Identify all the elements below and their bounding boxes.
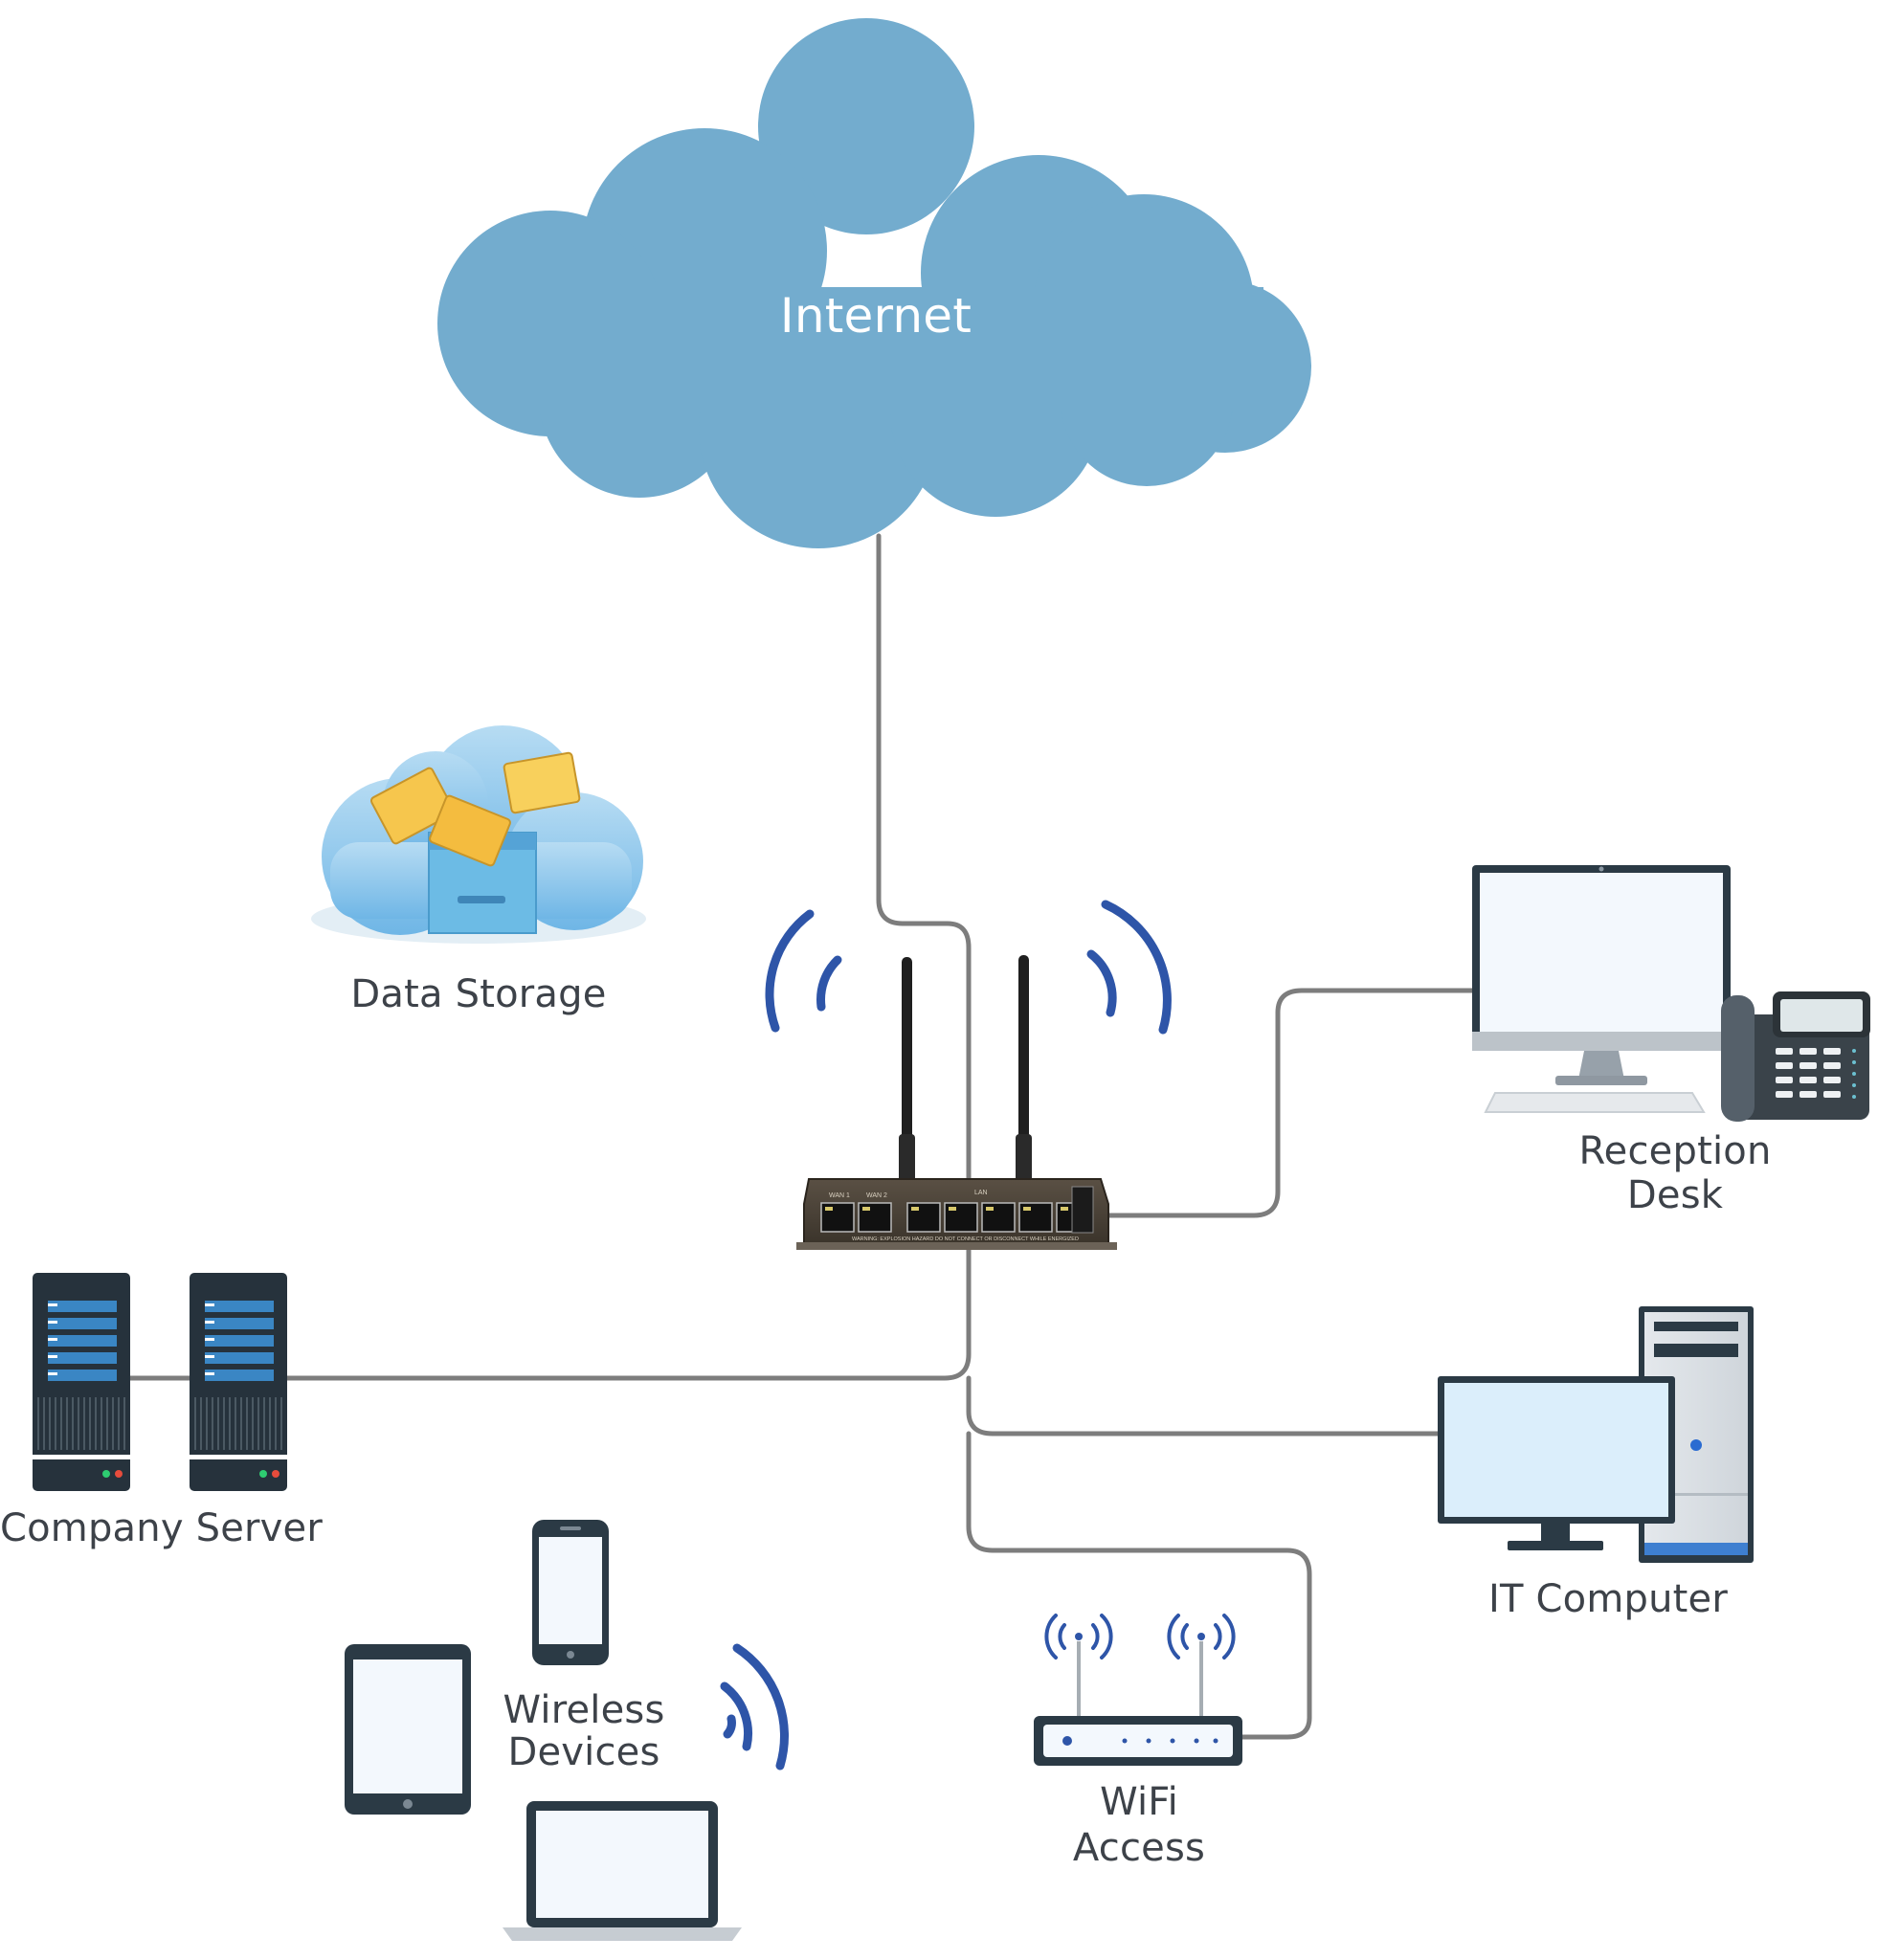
cable-router-wifi-access: [966, 1431, 1312, 1740]
company-server-icon: [33, 1273, 287, 1491]
wireless-devices-signal-icon: [720, 1643, 789, 1771]
company-server-label: Company Server: [0, 1506, 323, 1550]
router-wan1-label: WAN 1: [829, 1192, 850, 1199]
it-computer-icon: [1438, 1306, 1754, 1563]
reception-desk-icon: [1472, 865, 1870, 1122]
router-warning-label: WARNING: EXPLOSION HAZARD DO NOT CONNECT…: [852, 1236, 1079, 1242]
tablet-icon: [345, 1644, 471, 1815]
cable-router-server: [284, 1241, 972, 1381]
data-storage-label: Data Storage: [350, 972, 607, 1016]
reception-desk-label-line1: Reception: [1578, 1129, 1772, 1173]
smartphone-icon: [532, 1520, 609, 1665]
reception-desk-label-line2: Desk: [1626, 1173, 1724, 1217]
laptop-icon: [503, 1801, 742, 1941]
wireless-devices-label-line1: Wireless: [503, 1688, 665, 1732]
wifi-access-point-icon: [1034, 1614, 1242, 1766]
wifi-access-label-line1: WiFi: [1100, 1780, 1178, 1824]
internet-cloud-icon: [437, 18, 1311, 548]
data-storage-icon: [311, 725, 646, 944]
network-cables: [127, 533, 1475, 1740]
router-icon: WAN 1 WAN 2 LAN WARNING: EXPLOSION HAZAR…: [796, 955, 1117, 1250]
wireless-devices-label-line2: Devices: [507, 1730, 660, 1774]
cable-internet-router: [876, 533, 972, 1185]
it-computer-label: IT Computer: [1488, 1577, 1728, 1621]
router-lan-label: LAN: [974, 1190, 988, 1196]
internet-label: Internet: [779, 288, 972, 344]
cable-router-reception: [1098, 988, 1475, 1218]
wifi-access-label-line2: Access: [1072, 1826, 1206, 1870]
router-signal-left-icon: [765, 909, 842, 1033]
cable-router-it-computer: [966, 1375, 1441, 1437]
router-signal-right-icon: [1086, 900, 1172, 1035]
router-wan2-label: WAN 2: [866, 1192, 887, 1199]
